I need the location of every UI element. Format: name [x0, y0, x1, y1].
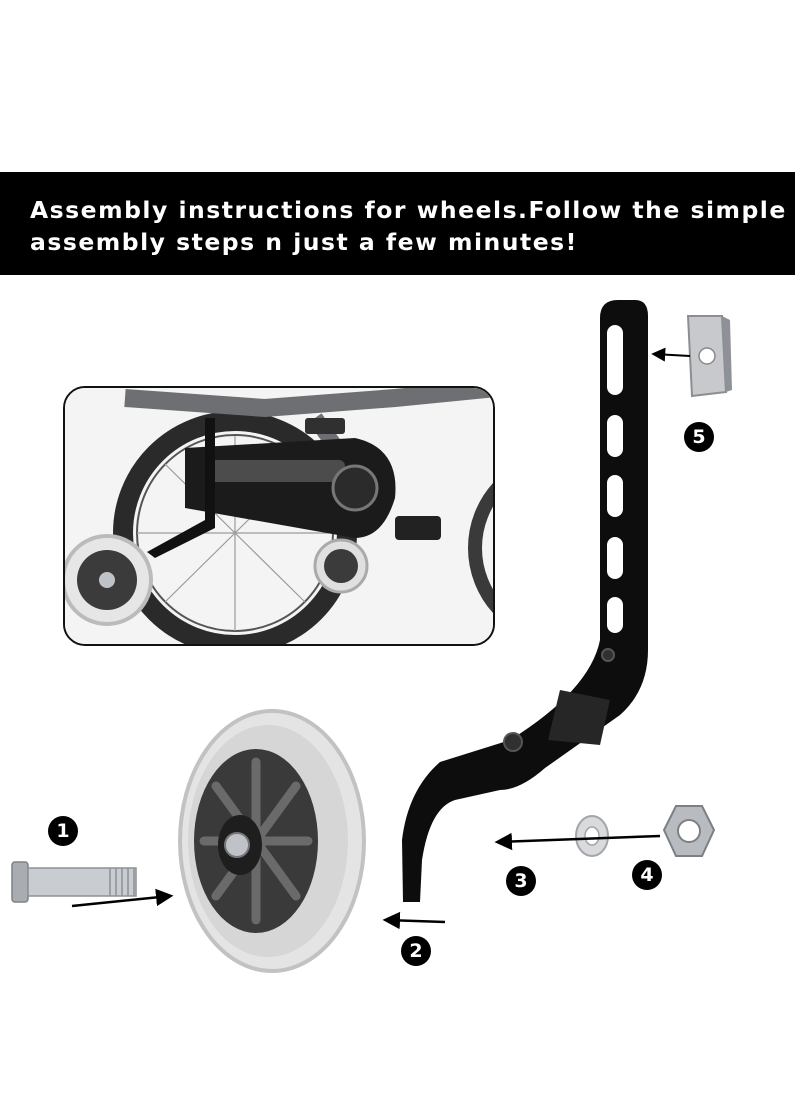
bike-frame [124, 388, 493, 418]
step-3-badge: 3 [506, 866, 536, 896]
axle-bolt [11, 861, 137, 903]
step-1-badge: 1 [48, 816, 78, 846]
mounted-bracket [147, 418, 215, 558]
training-wheel [178, 709, 366, 973]
arrow-nut-washer [494, 832, 661, 851]
training-wheel-bracket [402, 300, 648, 902]
bike-illustration [65, 388, 493, 644]
banner-title-line-1: Assembly instructions for wheels.Follow … [30, 196, 787, 224]
arrow-plate [651, 347, 691, 362]
banner-title-line-2: assembly steps n just a few minutes! [30, 228, 578, 256]
instructions-banner: Assembly instructions for wheels.Follow … [0, 172, 795, 275]
crank [331, 464, 379, 512]
hex-nut [662, 805, 716, 857]
washer [575, 815, 609, 857]
step-2-badge: 2 [401, 936, 431, 966]
pedal [395, 516, 441, 540]
mounting-plate [686, 315, 732, 398]
arrow-bolt [71, 888, 174, 908]
step-4-badge: 4 [632, 860, 662, 890]
step-5-badge: 5 [684, 422, 714, 452]
bike-photo-inset [63, 386, 495, 646]
arrow-wheel-to-bracket [382, 911, 446, 930]
